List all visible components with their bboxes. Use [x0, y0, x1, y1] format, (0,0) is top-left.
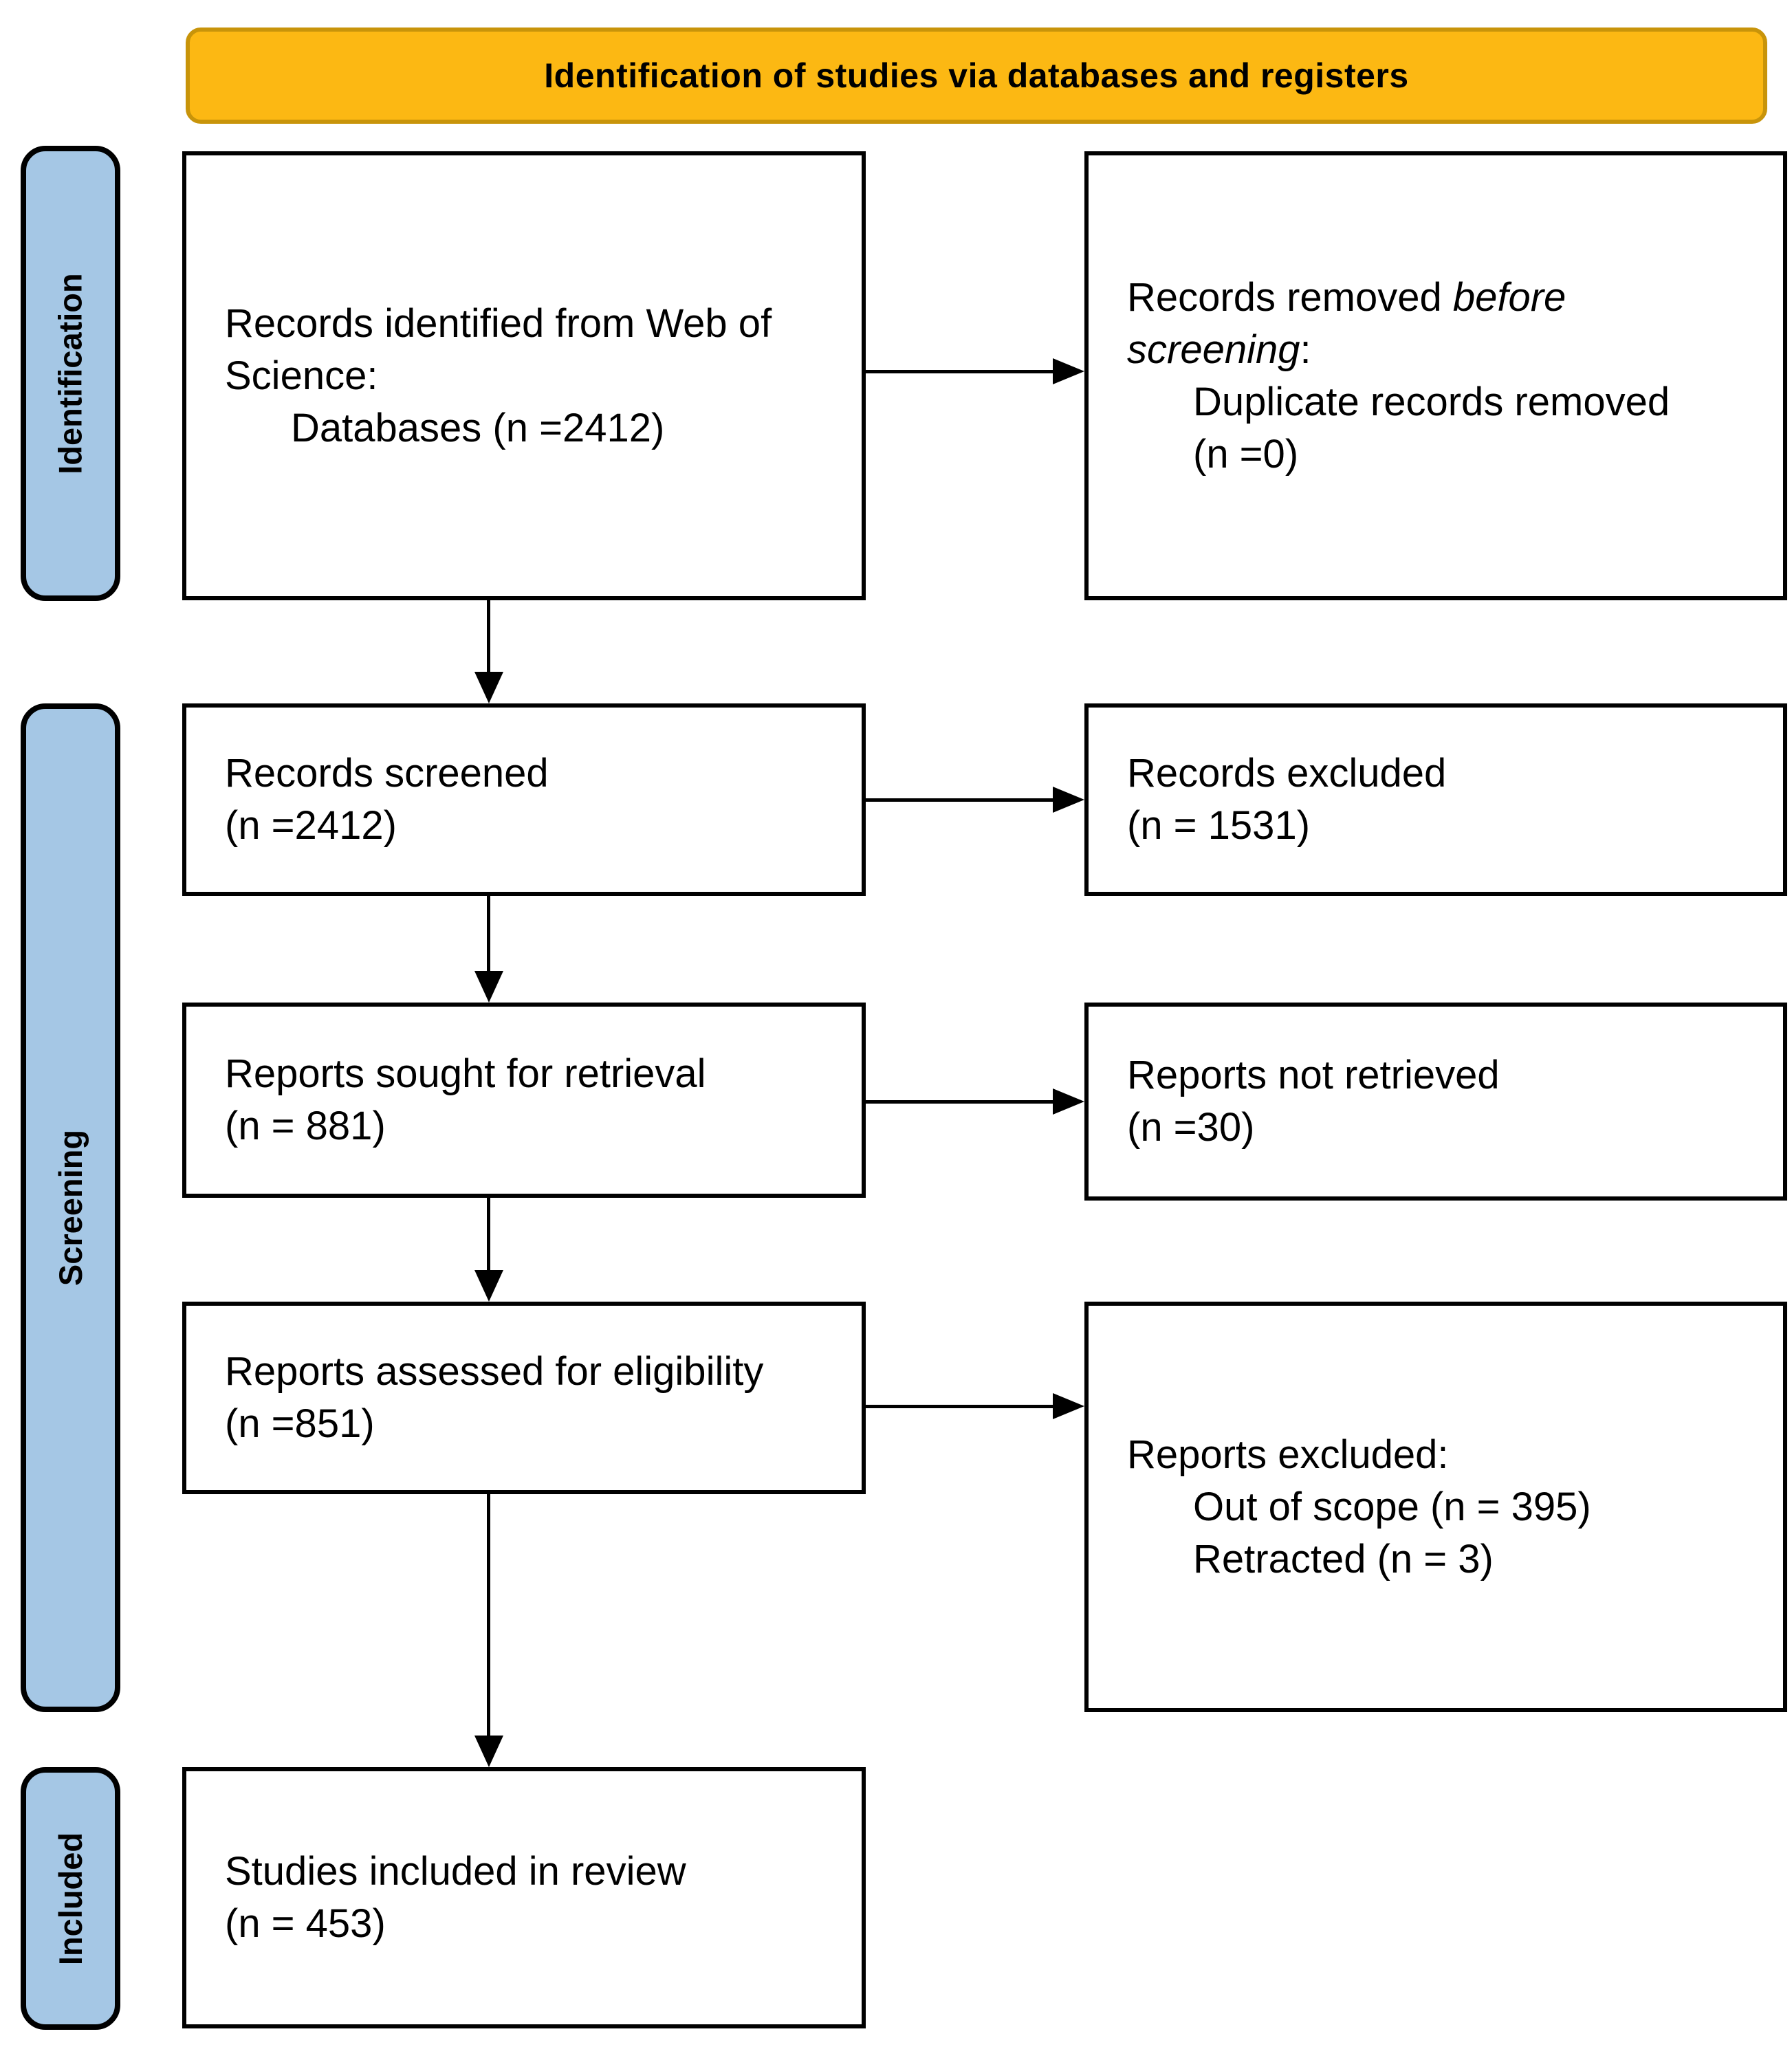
- banner-title: Identification of studies via databases …: [544, 56, 1409, 95]
- box-reports-excluded: Reports excluded: Out of scope (n = 395)…: [1084, 1302, 1787, 1712]
- arrow-head: [474, 672, 503, 703]
- box-text-line: Duplicate records removed: [1193, 379, 1670, 424]
- box-text-line: Retracted (n = 3): [1193, 1536, 1494, 1581]
- box-text-line: Databases (n =2412): [291, 405, 665, 450]
- arrow-head: [1053, 358, 1084, 384]
- box-studies-included: Studies included in review (n = 453): [182, 1767, 866, 2028]
- text-segment-italic: before: [1452, 274, 1566, 320]
- box-text-line: Studies included in review: [225, 1849, 686, 1894]
- box-records-identified: Records identified from Web of Science: …: [182, 151, 866, 600]
- box-text-line: (n =0): [1193, 431, 1299, 477]
- box-text-line: Science:: [225, 353, 378, 398]
- arrow-shaft: [866, 1405, 1056, 1408]
- box-records-excluded: Records excluded (n = 1531): [1084, 703, 1787, 896]
- arrow-shaft: [866, 370, 1056, 373]
- box-text-line: Records identified from Web of: [225, 300, 772, 346]
- arrow-shaft: [487, 1198, 490, 1271]
- stage-label-screening: Screening: [52, 1129, 89, 1287]
- box-text-line: Out of scope (n = 395): [1193, 1484, 1591, 1529]
- box-text-line: Records excluded: [1127, 751, 1447, 796]
- box-text-line: (n = 1531): [1127, 803, 1311, 848]
- box-records-screened: Records screened (n =2412): [182, 703, 866, 896]
- arrow-head: [474, 1736, 503, 1767]
- arrow-shaft: [487, 600, 490, 673]
- text-segment: Records removed: [1127, 274, 1453, 320]
- stage-label-identification: Identification: [52, 272, 89, 474]
- arrow-shaft: [487, 896, 490, 972]
- stage-bar-identification: Identification: [21, 146, 120, 601]
- box-text-line: Reports excluded:: [1127, 1432, 1449, 1477]
- arrow-head: [474, 971, 503, 1003]
- box-records-removed: Records removed before screening: Duplic…: [1084, 151, 1787, 600]
- box-text-line: (n =2412): [225, 803, 397, 848]
- box-text-line: (n = 881): [225, 1104, 386, 1148]
- banner: Identification of studies via databases …: [186, 28, 1767, 124]
- arrow-head: [474, 1270, 503, 1302]
- arrow-head: [1053, 787, 1084, 813]
- arrow-shaft: [866, 1100, 1056, 1104]
- box-reports-assessed: Reports assessed for eligibility (n =851…: [182, 1302, 866, 1494]
- box-text-line: Reports sought for retrieval: [225, 1051, 706, 1096]
- box-text-line: Records screened: [225, 751, 549, 796]
- box-text-line: screening:: [1127, 324, 1767, 376]
- box-text-line: Reports assessed for eligibility: [225, 1349, 764, 1394]
- arrow-shaft: [487, 1494, 490, 1737]
- box-text-line: Reports not retrieved: [1127, 1053, 1500, 1097]
- box-text-line: Records removed before: [1127, 272, 1767, 324]
- arrow-head: [1053, 1393, 1084, 1419]
- box-reports-sought: Reports sought for retrieval (n = 881): [182, 1003, 866, 1198]
- arrow-shaft: [866, 798, 1056, 802]
- stage-bar-screening: Screening: [21, 703, 120, 1712]
- box-text-line: (n =30): [1127, 1105, 1255, 1150]
- stage-label-included: Included: [52, 1832, 89, 1965]
- box-text-line: (n =851): [225, 1401, 375, 1446]
- text-segment-italic: screening: [1127, 327, 1300, 372]
- arrow-head: [1053, 1088, 1084, 1115]
- box-reports-not-retrieved: Reports not retrieved (n =30): [1084, 1003, 1787, 1201]
- stage-bar-included: Included: [21, 1767, 120, 2030]
- text-segment: :: [1300, 327, 1311, 372]
- box-text-line: (n = 453): [225, 1901, 386, 1946]
